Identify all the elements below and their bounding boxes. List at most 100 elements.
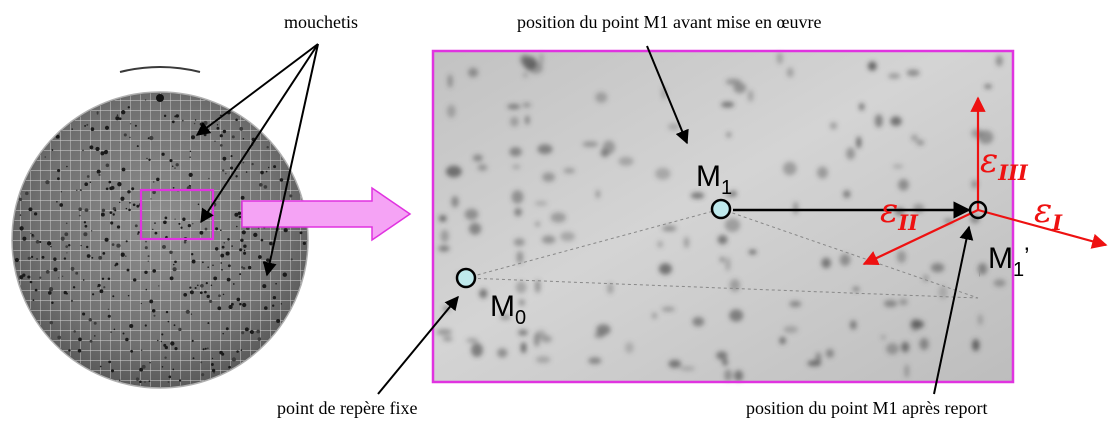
speckle-dot (125, 207, 128, 210)
speckle-dot (241, 331, 245, 335)
speckle-dot (236, 225, 238, 228)
speckle-dot (139, 380, 142, 384)
zoom-speckle-spot (522, 72, 528, 78)
speckle-dot (247, 265, 252, 270)
speckle-dot (164, 216, 168, 220)
speckle-dot (175, 163, 179, 167)
speckle-dot (156, 177, 160, 182)
speckle-dot (290, 258, 293, 261)
zoom-speckle-spot (901, 341, 910, 353)
speckle-dot (121, 167, 126, 172)
speckle-dot (104, 125, 110, 130)
zoom-speckle-spot (892, 164, 904, 169)
zoom-speckle-spot (507, 104, 521, 110)
zoom-speckle-spot (468, 67, 479, 78)
strain-axis-II (862, 209, 979, 266)
zoom-speckle-spot (880, 335, 886, 340)
speckle-dot (178, 222, 181, 225)
speckle-dot (189, 150, 192, 153)
zoom-speckle-spot (748, 249, 757, 255)
zoom-speckle-spot (856, 136, 862, 149)
speckle-dot (100, 212, 105, 217)
zoom-speckle-spot (817, 166, 828, 179)
speckle-dot (200, 361, 203, 364)
speckle-dot (206, 347, 209, 350)
zoom-speckle-spot (668, 359, 682, 369)
speckle-dot (129, 123, 132, 125)
zoom-speckle-spot (522, 102, 531, 108)
speckle-dot (161, 333, 164, 336)
speckle-dot (84, 208, 89, 213)
zoom-speckle-spot (922, 274, 929, 283)
speckle-dot (19, 214, 22, 216)
speckle-dot (78, 207, 82, 211)
speckle-dot (187, 224, 191, 228)
speckle-dot (178, 327, 182, 332)
speckle-dot (222, 293, 225, 296)
speckle-dot (127, 190, 131, 194)
speckle-dot (98, 173, 101, 177)
speckle-dot (97, 283, 101, 287)
speckle-dot (86, 123, 89, 126)
zoom-speckle-spot (783, 326, 798, 333)
speckle-dot (104, 149, 108, 154)
speckle-dot (220, 253, 225, 258)
speckle-dot (220, 262, 223, 264)
speckle-dot (214, 247, 219, 251)
speckle-dot (120, 196, 125, 201)
speckle-dot (116, 114, 119, 116)
zoom-speckle-spot (886, 343, 899, 355)
speckle-dot (242, 138, 245, 140)
zoom-speckle-spot (717, 235, 728, 245)
speckle-dot (88, 317, 93, 322)
speckle-dot (208, 177, 210, 180)
speckle-dot (157, 339, 159, 342)
zoom-speckle-spot (906, 69, 920, 77)
speckle-dot (228, 365, 231, 369)
zoom-speckle-spot (472, 154, 483, 162)
speckle-dot (276, 319, 281, 323)
speckle-dot (144, 246, 148, 250)
speckle-dot (158, 285, 160, 287)
zoom-speckle-spot (442, 336, 453, 342)
speckle-dot (89, 145, 94, 150)
speckle-dot (132, 203, 136, 207)
speckle-dot (223, 242, 225, 244)
speckle-dot (91, 256, 94, 259)
zoom-speckle-spot (595, 92, 608, 103)
speckle-dot (204, 227, 208, 231)
zoom-speckle-spot (852, 286, 860, 292)
zoom-speckle-spot (662, 225, 677, 232)
strain-axes: | (862, 96, 1108, 277)
speckle-dot (78, 337, 82, 342)
zoom-speckle-spot (724, 369, 732, 382)
speckle-dot (122, 332, 125, 335)
speckle-dot (57, 169, 61, 173)
label-epsilon-II: εII (880, 191, 919, 235)
speckle-dot (214, 140, 216, 142)
speckle-dot (117, 182, 122, 187)
zoom-speckle-spot (447, 74, 453, 88)
speckle-dot (82, 279, 85, 281)
speckle-dot (150, 198, 152, 200)
speckle-dot (226, 277, 231, 282)
speckle-dot (65, 292, 68, 295)
speckle-dot (257, 255, 262, 259)
zoom-speckle-spot (536, 330, 546, 339)
speckle-dot (98, 255, 103, 260)
speckle-dot (172, 368, 175, 371)
zoom-speckle-spot (883, 300, 898, 308)
speckle-dot (266, 145, 269, 149)
speckle-dot (165, 235, 168, 239)
zoom-speckle-spot (995, 55, 1003, 67)
zoom-speckle-spot (595, 189, 600, 199)
zoom-speckle-spot (582, 141, 599, 147)
disc-top-edge (119, 66, 201, 73)
speckle-dot (25, 191, 29, 196)
zoom-speckle-spot (725, 257, 731, 272)
speckle-dot (215, 227, 219, 231)
speckle-dot (147, 260, 149, 262)
zoom-speckle-spot (747, 89, 754, 102)
zoom-speckle-spot (779, 336, 786, 345)
